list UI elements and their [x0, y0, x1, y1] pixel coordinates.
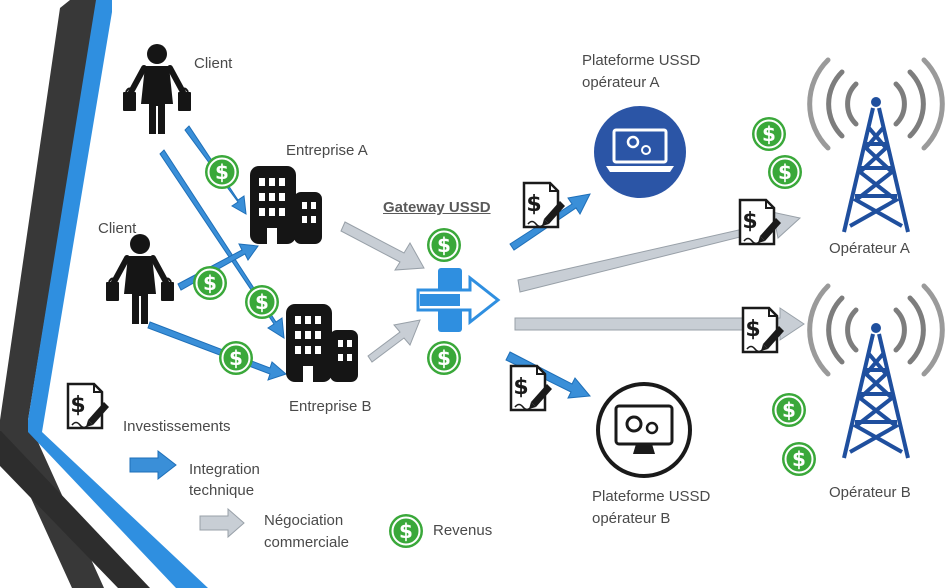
arrow-client2-to-entreprise-b [147, 321, 287, 381]
gateway-label: Gateway USSD [383, 199, 491, 216]
legend-revenus-label: Revenus [433, 522, 493, 539]
client-label-1: Client [194, 55, 233, 72]
dollar-coin-icon [218, 340, 254, 376]
contract-icon [522, 181, 567, 229]
legend-negociation-line2: commerciale [264, 534, 350, 551]
arrow-entreprise-a-to-gateway [340, 221, 425, 271]
dollar-coin-icon [767, 154, 803, 190]
dollar-coin-icon [781, 441, 817, 477]
laptop-gear-icon [594, 106, 686, 198]
left-decoration [0, 0, 208, 588]
legend-revenue-icon [388, 513, 424, 549]
radio-tower-icon [810, 60, 943, 232]
contract-icon [66, 382, 111, 430]
operateur-a-label: Opérateur A [829, 240, 910, 257]
arrow-entreprise-b-to-gateway [367, 319, 421, 363]
dollar-coin-icon [204, 154, 240, 190]
monitor-gear-icon [596, 382, 692, 478]
building-icon [286, 304, 358, 382]
contract-icon [741, 306, 786, 354]
entreprise-a-label: Entreprise A [286, 142, 368, 159]
dollar-coin-icon [244, 284, 280, 320]
operateur-b-label: Opérateur B [829, 484, 911, 501]
legend-integration-line2: technique [189, 482, 255, 499]
gateway-icon [416, 268, 501, 332]
dollar-coin-icon [751, 116, 787, 152]
legend-blue-arrow [129, 449, 177, 481]
building-icon [250, 166, 322, 244]
contract-icon [738, 198, 783, 246]
radio-tower-icon [810, 286, 943, 458]
legend-integration-line1: Integration [189, 461, 260, 478]
dollar-coin-icon [426, 227, 462, 263]
client-label-2: Client [98, 220, 137, 237]
plateforme-b-label-line2: opérateur B [592, 510, 671, 527]
plateforme-a-label-line1: Plateforme USSD [582, 52, 701, 69]
legend-gray-arrow [199, 507, 245, 539]
gray-arrows [199, 211, 805, 539]
entreprise-b-label: Entreprise B [289, 398, 372, 415]
plateforme-a-label-line2: opérateur A [582, 74, 660, 91]
dollar-coin-icon [426, 340, 462, 376]
legend-negociation-line1: Négociation [264, 512, 344, 529]
dollar-coin-icon [192, 265, 228, 301]
plateforme-b-label-line1: Plateforme USSD [592, 488, 711, 505]
person-with-bags-icon [123, 44, 191, 134]
legend-investissements-label: Investissements [123, 418, 231, 435]
dollar-coin-icon [771, 392, 807, 428]
arrow-gateway-to-operateur-b [514, 307, 805, 341]
person-with-bags-icon [106, 234, 174, 324]
